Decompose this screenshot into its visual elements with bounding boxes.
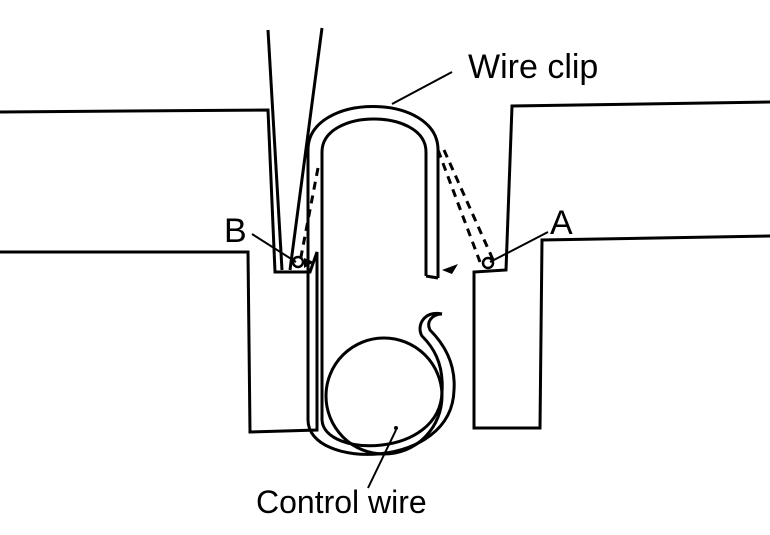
control-wire-center [394,426,398,430]
dashed-line-right-2 [442,149,496,263]
right-panel-outline [472,100,770,430]
tool-blade-right [288,27,324,271]
point-b-tip [304,258,314,268]
wire-clip-outer [306,105,440,420]
leader-point-b [251,233,297,263]
label-point-b: B [224,212,247,250]
dashed-line-right-1 [436,149,482,263]
left-panel-outline [0,108,319,434]
point-a-tip [442,264,458,274]
wire-clip-inner [320,117,428,420]
label-control-wire: Control wire [256,484,427,520]
leader-wire-clip [391,71,453,105]
tool-blade-left [266,29,284,271]
point-b-marker [291,255,305,269]
leader-control-wire [367,429,397,489]
wire-clip-loop-outer [306,312,456,456]
control-wire-circle [324,336,444,456]
wire-clip-loop-inner [320,311,444,448]
dashed-line-left [298,167,320,263]
wire-clip-end-a [425,274,439,280]
leader-point-a [489,231,549,263]
label-point-a: A [550,204,573,242]
point-a-marker [481,256,495,270]
label-wire-clip: Wire clip [468,48,598,86]
